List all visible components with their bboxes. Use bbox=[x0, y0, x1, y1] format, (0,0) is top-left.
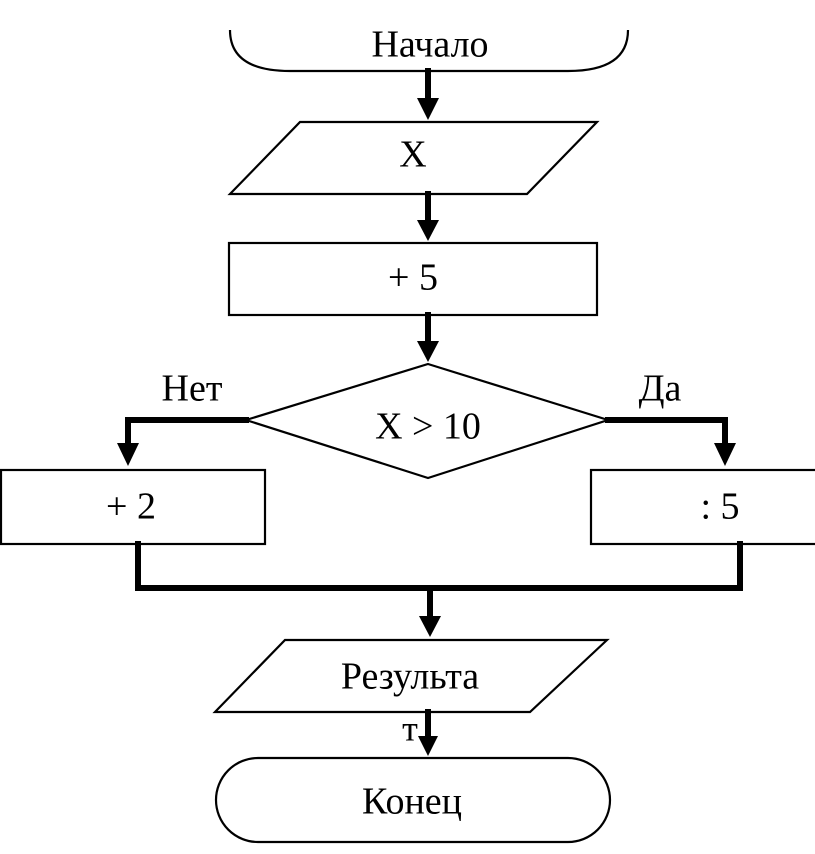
process-add2 bbox=[0, 468, 267, 546]
start-label: Начало bbox=[371, 24, 488, 66]
output-label: Результа bbox=[341, 656, 479, 698]
output-label-overflow: т bbox=[402, 708, 418, 748]
arrowhead-add5-to-decision bbox=[417, 341, 439, 362]
decision-label: X > 10 bbox=[375, 406, 481, 448]
process-add2-label: + 2 bbox=[106, 486, 156, 528]
arrowhead-merge-to-output bbox=[419, 616, 441, 637]
input-parallelogram bbox=[227, 120, 600, 196]
end-label: Конец bbox=[362, 781, 462, 823]
arrowhead-output-to-end bbox=[418, 736, 438, 756]
arrow-decision-yes bbox=[605, 417, 728, 448]
process-add5 bbox=[227, 241, 599, 317]
branch-yes-label: Да bbox=[639, 368, 682, 410]
process-div5-label: : 5 bbox=[700, 486, 739, 528]
merge-line bbox=[135, 541, 743, 591]
arrowhead-input-to-add5 bbox=[417, 220, 439, 241]
process-add5-label: + 5 bbox=[388, 257, 438, 299]
input-label: X bbox=[399, 134, 426, 176]
process-div5 bbox=[589, 468, 815, 546]
arrowhead-start-to-input bbox=[417, 98, 439, 120]
end-terminator bbox=[214, 756, 612, 844]
arrow-decision-no bbox=[125, 417, 249, 448]
arrowhead-decision-no bbox=[117, 443, 139, 466]
output-parallelogram bbox=[212, 638, 610, 714]
decision-diamond bbox=[242, 362, 612, 480]
branch-no-label: Нет bbox=[162, 368, 223, 410]
arrowhead-decision-yes bbox=[714, 443, 736, 466]
